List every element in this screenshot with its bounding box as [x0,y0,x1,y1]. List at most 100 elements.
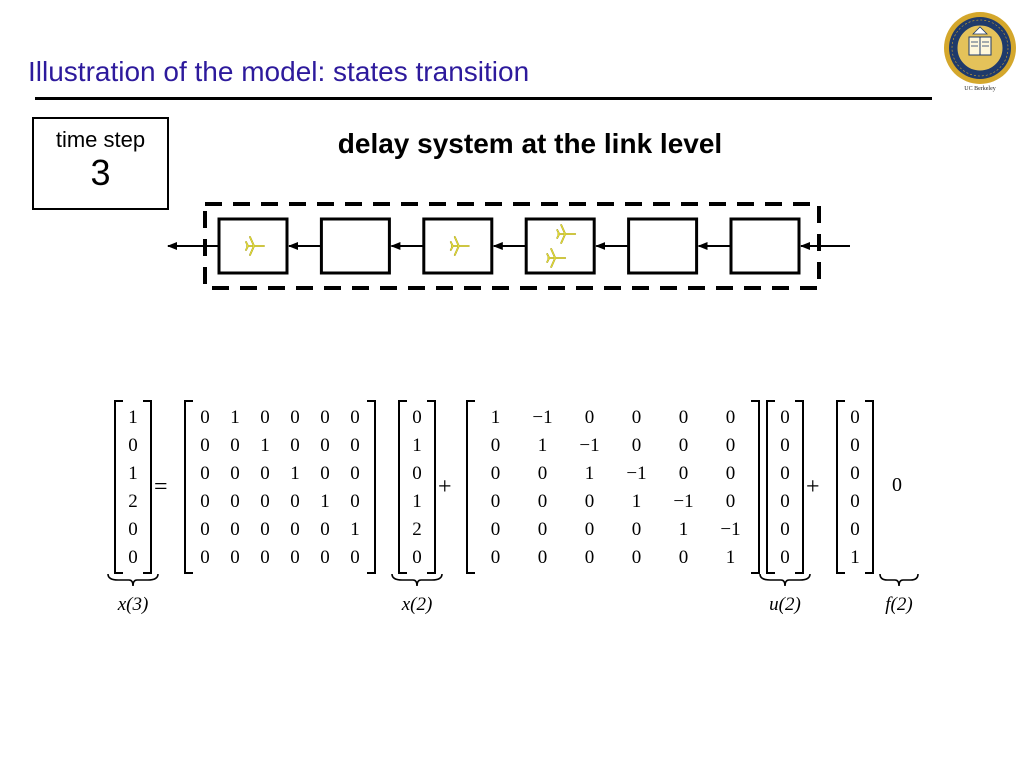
matrix-cell: 0 [678,435,689,456]
matrix-cell: 0 [631,435,642,456]
matrix-cell: 1 [230,407,240,428]
link-cell [319,217,391,275]
matrix-row: 0 [398,544,436,572]
matrix-cell: 0 [631,407,642,428]
matrix-row: 0 [766,432,804,460]
matrix-row: 0 [766,516,804,544]
matrix-cell: 0 [678,547,689,568]
matrix-row: 0 [836,516,874,544]
matrix-row: 0 [766,460,804,488]
matrix-cell: −1 [579,435,600,456]
matrix-cell: 0 [631,519,642,540]
matrix-cell: 0 [490,519,501,540]
matrix-cell: 0 [128,519,138,540]
matrix-cell: 2 [128,491,138,512]
matrix-row: 0 [114,516,152,544]
matrix-row: 0 [766,404,804,432]
matrix-cell: 0 [350,435,360,456]
matrix-cell: 0 [290,435,300,456]
matrix-cell: 0 [200,407,210,428]
matrix-row: 0 [114,544,152,572]
matrix-cell: 0 [290,547,300,568]
label-f2: f(2) [885,594,913,615]
matrix-cell: 2 [412,519,422,540]
matrix-cell: 1 [584,463,595,484]
matrix-cell: 0 [412,547,422,568]
matrix-row: 0 [398,404,436,432]
matrix-cell: 0 [200,491,210,512]
matrix-cell: 0 [850,407,860,428]
matrix-cell: 0 [200,519,210,540]
matrix-cell: 0 [537,463,548,484]
matrix-cell: 0 [412,407,422,428]
bracket-left [836,400,845,574]
bracket-right [427,400,436,574]
link-cell [524,217,596,275]
plus-sign: + [806,474,820,500]
matrix-cell: 0 [230,519,240,540]
matrix-cell: 0 [678,463,689,484]
vector-u2: 0 0 0 0 0 0 [766,400,804,574]
matrix-cell: 0 [678,407,689,428]
matrix-cell: 0 [490,463,501,484]
matrix-cell: 0 [725,435,736,456]
label-x3: x(3) [117,594,149,615]
matrix-cell: 0 [200,547,210,568]
matrix-row: 1 [114,404,152,432]
bracket-left [766,400,775,574]
matrix-cell: 0 [260,547,270,568]
matrix-cell: 1 [128,463,138,484]
matrix-cell: −1 [720,519,741,540]
matrix-row: 0 [766,544,804,572]
matrix-cell: 0 [200,435,210,456]
time-step-box: time step 3 [32,117,169,210]
matrix-cell: 0 [320,435,330,456]
matrix-row: 0 [398,460,436,488]
matrix-cell: 0 [780,491,790,512]
matrix-cell: 0 [850,491,860,512]
bracket-right [865,400,874,574]
matrix-row: 1 [398,488,436,516]
matrix-cell: 1 [350,519,360,540]
bracket-right [143,400,152,574]
matrix-cell: 0 [631,547,642,568]
matrix-cell: 0 [260,463,270,484]
matrix-cell: 1 [678,519,689,540]
matrix-cell: 0 [290,519,300,540]
matrix-cell: 0 [128,547,138,568]
underbrace [107,573,159,587]
matrix-cell: 0 [230,547,240,568]
uc-seal-logo: UC Berkeley [942,10,1018,102]
label-u2: u(2) [769,594,801,615]
diagram-title: delay system at the link level [337,128,723,159]
matrix-cell: 0 [584,407,595,428]
label-x2: x(2) [401,594,433,615]
matrix-cell: 0 [350,463,360,484]
matrix-cell: 1 [128,407,138,428]
matrix-cell: 0 [537,547,548,568]
matrix-cell: 0 [412,463,422,484]
matrix-cell: 0 [320,519,330,540]
logo-caption: UC Berkeley [964,86,996,92]
uc-seal-icon [944,12,1016,84]
matrix-cell: 0 [584,519,595,540]
matrix-cell: 0 [320,407,330,428]
matrix-cell: 0 [780,435,790,456]
bracket-left [466,400,475,574]
matrix-cell: 0 [780,547,790,568]
matrix-cell: 0 [230,435,240,456]
matrix-cell: 1 [320,491,330,512]
matrix-row: 0 [836,404,874,432]
matrix-cell: 0 [320,463,330,484]
